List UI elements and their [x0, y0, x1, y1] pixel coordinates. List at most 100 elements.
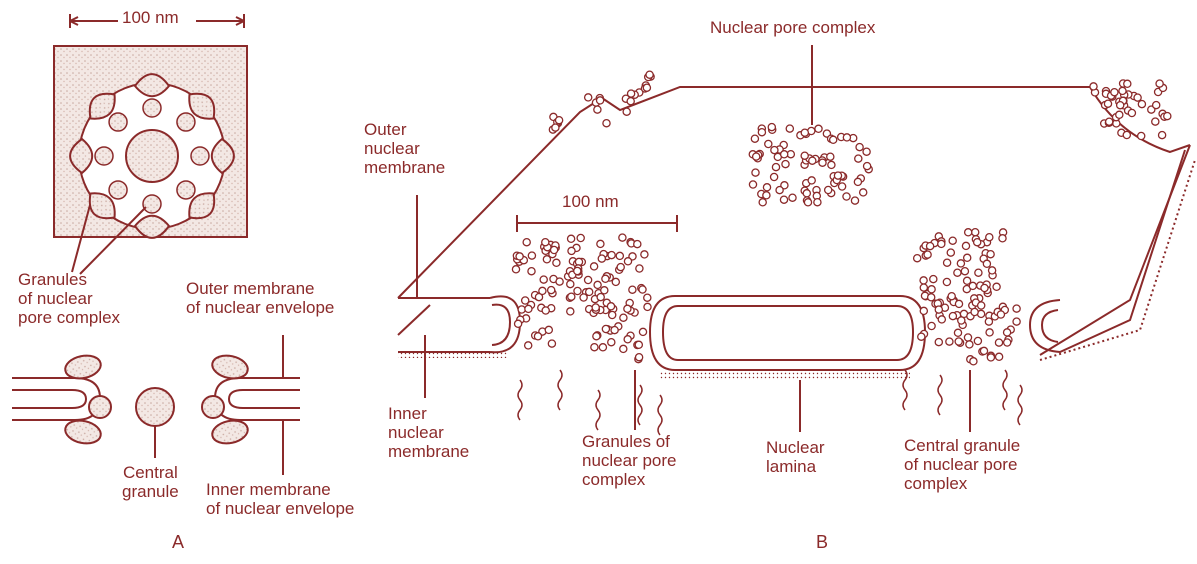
- pore-granule-bead: [914, 255, 921, 262]
- ring-subgranule: [143, 195, 161, 213]
- pore-granule-bead: [801, 129, 808, 136]
- right-outer-membrane: [215, 378, 300, 420]
- pore-granule-bead: [765, 140, 772, 147]
- pore-granule-bead: [556, 117, 563, 124]
- left-inner-membrane: [12, 390, 86, 408]
- pore-granule-bead: [635, 341, 642, 348]
- pore-granule-bead: [528, 268, 535, 275]
- pore-fibril: [638, 385, 642, 425]
- pore-granule-bead: [986, 234, 993, 241]
- pore-granule-bead: [603, 120, 610, 127]
- panel-a-side-view: [12, 335, 300, 475]
- pore-granule-bead: [616, 252, 623, 259]
- pore-granule-bead: [780, 196, 787, 203]
- pore-granule-bead: [1138, 132, 1145, 139]
- pore-granule-bead: [644, 303, 651, 310]
- pore-granule-bead: [1123, 131, 1130, 138]
- membrane-fold-right: [1030, 150, 1185, 352]
- ring-subgranule: [109, 113, 127, 131]
- pore-granule-bead: [930, 276, 937, 283]
- pore-granule-bead: [957, 260, 964, 267]
- panel-b-outer-nuclear-membrane-label: Outer nuclear membrane: [364, 120, 445, 177]
- pore-granule-bead: [591, 263, 598, 270]
- pore-granule-bead: [619, 234, 626, 241]
- pore-granule-bead: [608, 339, 615, 346]
- granule-mid-right: [202, 396, 224, 418]
- pore-granule-bead: [985, 318, 992, 325]
- pore-granule-bead: [1152, 118, 1159, 125]
- pore-granule-bead: [1117, 102, 1124, 109]
- pore-granule-bead: [641, 251, 648, 258]
- pore-granule-bead: [971, 308, 978, 315]
- pore-granule-bead: [781, 151, 788, 158]
- pore-granule-bead: [525, 342, 532, 349]
- pore-granule-bead: [594, 106, 601, 113]
- pore-granule-bead: [636, 265, 643, 272]
- pore-granule-bead: [863, 148, 870, 155]
- pore-granule-bead: [597, 240, 604, 247]
- pore-granule-bead: [970, 358, 977, 365]
- pore-granule-bead: [512, 266, 519, 273]
- pore-granule-bead: [974, 239, 981, 246]
- pore-fibril: [1003, 370, 1007, 410]
- pore-granule-bead: [528, 252, 535, 259]
- central-granule-face: [126, 130, 178, 182]
- pore-granule-bead: [955, 300, 962, 307]
- pore-granule-bead: [855, 155, 862, 162]
- pore-granule-bead: [617, 264, 624, 271]
- pore-granule-bead: [828, 161, 835, 168]
- panel-a-artwork: [54, 14, 247, 274]
- pore-fibril: [658, 395, 662, 435]
- pore-fibril: [1018, 385, 1022, 425]
- pore-granule-bead: [993, 283, 1000, 290]
- pore-granule-bead: [999, 235, 1006, 242]
- granule-mid-left: [89, 396, 111, 418]
- pore-granule-bead: [819, 159, 826, 166]
- pore-granule-bead: [1159, 132, 1166, 139]
- ring-subgranule: [143, 99, 161, 117]
- pore-granule-bead: [598, 255, 605, 262]
- pore-granule-bead: [599, 344, 606, 351]
- pore-granule-bead: [629, 286, 636, 293]
- pore-granule-bead: [602, 275, 609, 282]
- pore-granule-bead: [634, 241, 641, 248]
- pore-granule-bead: [948, 293, 955, 300]
- pore-granule-bead: [947, 249, 954, 256]
- panel-b-lamina-label: Nuclear lamina: [766, 438, 825, 476]
- pore-granule-bead: [771, 147, 778, 154]
- inner-membrane-diagonal: [398, 305, 430, 335]
- panel-a-scale-label: 100 nm: [122, 8, 179, 27]
- pore-granule-bead: [624, 305, 631, 312]
- ring-subgranule: [191, 147, 209, 165]
- pore-granule-bead: [594, 281, 601, 288]
- pore-granule-bead: [1004, 339, 1011, 346]
- pore-granule-bead: [636, 354, 643, 361]
- ring-subgranule: [177, 181, 195, 199]
- pore-granule-bead: [962, 242, 969, 249]
- pore-granule-bead: [954, 269, 961, 276]
- pore-granule-bead: [955, 338, 962, 345]
- pore-granule-bead: [752, 169, 759, 176]
- pore-granule-bead: [839, 183, 846, 190]
- pore-granule-bead: [542, 307, 549, 314]
- pore-granule-bead: [1119, 87, 1126, 94]
- pore-granule-bead: [975, 269, 982, 276]
- pore-granule-bead: [643, 84, 650, 91]
- pore-granule-bead: [958, 317, 965, 324]
- pore-granule-bead: [803, 190, 810, 197]
- pore-granule-bead: [1124, 80, 1131, 87]
- pore-granule-bead: [534, 333, 541, 340]
- pore-granule-bead: [814, 199, 821, 206]
- panel-b-granules-label: Granules of nuclear pore complex: [582, 432, 677, 489]
- pore-granule-bead: [983, 260, 990, 267]
- pore-granule-bead: [974, 337, 981, 344]
- pore-granule-bead: [1138, 101, 1145, 108]
- outer-membrane-right-edge: [1040, 145, 1190, 355]
- pore-granule-bead: [567, 281, 574, 288]
- pore-granule-bead: [954, 329, 961, 336]
- pore-granule-bead: [623, 108, 630, 115]
- panel-b-inner-nuclear-membrane-label: Inner nuclear membrane: [388, 404, 469, 461]
- pore-granule-bead: [938, 240, 945, 247]
- panel-a-granules-label: Granules of nuclear pore complex: [18, 270, 120, 327]
- pore-granule-bead: [639, 286, 646, 293]
